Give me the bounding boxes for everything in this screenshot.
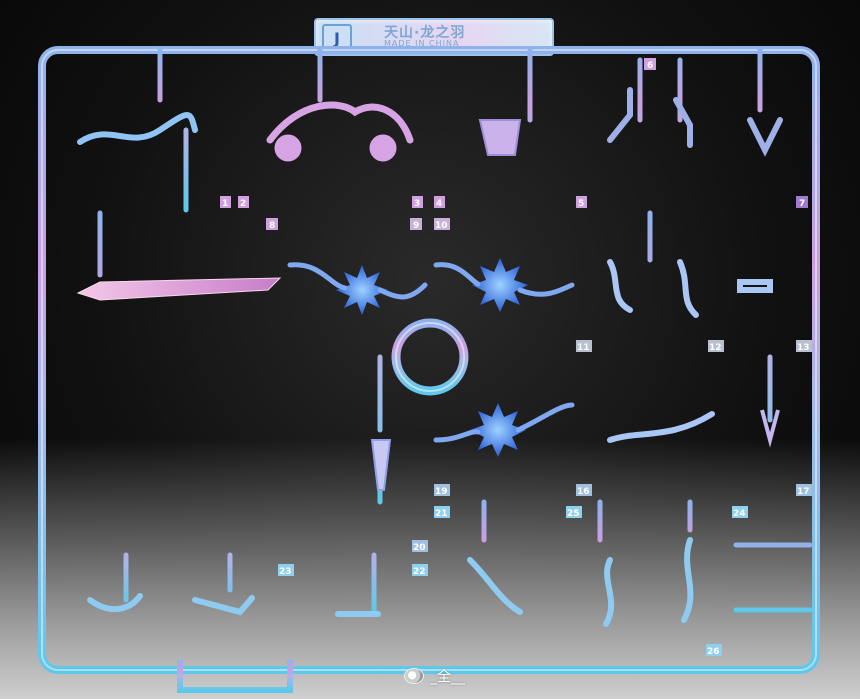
part-number-4: 4 <box>436 199 442 209</box>
part-number-labels: 1 2 3 4 5 6 7 8 9 10 11 12 13 16 17 19 2… <box>220 58 812 657</box>
part-number-16: 16 <box>577 487 590 497</box>
part-number-22: 22 <box>413 567 426 577</box>
flame-part-top-left <box>77 112 198 145</box>
watermark: _全__ <box>404 666 465 686</box>
part-number-1: 1 <box>222 199 228 209</box>
blade-part <box>76 277 282 301</box>
spiky-part-left <box>336 265 388 315</box>
runner-brand-text: 天山·龙之羽 <box>384 25 466 41</box>
part-number-25: 25 <box>567 509 580 519</box>
part-number-7: 7 <box>799 199 805 209</box>
part-number-24: 24 <box>733 509 746 519</box>
part-number-17: 17 <box>797 487 810 497</box>
part-number-6: 6 <box>647 61 653 71</box>
part-number-21: 21 <box>435 509 448 519</box>
bracket-part-top-right <box>607 87 783 157</box>
part-number-2: 2 <box>240 199 246 209</box>
crest-part-top <box>266 101 414 162</box>
part-number-9: 9 <box>413 221 419 231</box>
clip-part-right <box>760 409 780 448</box>
bottom-handle <box>177 660 293 693</box>
part-number-10: 10 <box>435 221 448 231</box>
part-number-23: 23 <box>279 567 292 577</box>
helmet-part <box>478 119 522 156</box>
spiky-part-right <box>472 258 528 312</box>
part-number-19: 19 <box>435 487 448 497</box>
watermark-text: _全__ <box>430 669 465 685</box>
runner-origin-text: MADE IN CHINA <box>384 39 460 48</box>
spiky-part-center <box>470 403 526 457</box>
part-number-5: 5 <box>578 199 584 209</box>
part-number-26: 26 <box>707 647 720 657</box>
arrow-part-middle <box>370 439 392 491</box>
bottom-row-parts <box>87 537 694 627</box>
weibo-icon <box>404 668 424 684</box>
part-number-11: 11 <box>577 343 590 353</box>
part-number-3: 3 <box>414 199 420 209</box>
flame-part-right-middle <box>607 259 773 443</box>
part-number-13: 13 <box>797 343 810 353</box>
sprue-gates <box>39 47 819 673</box>
part-number-8: 8 <box>269 221 275 231</box>
part-number-20: 20 <box>413 543 426 553</box>
part-number-12: 12 <box>709 343 722 353</box>
